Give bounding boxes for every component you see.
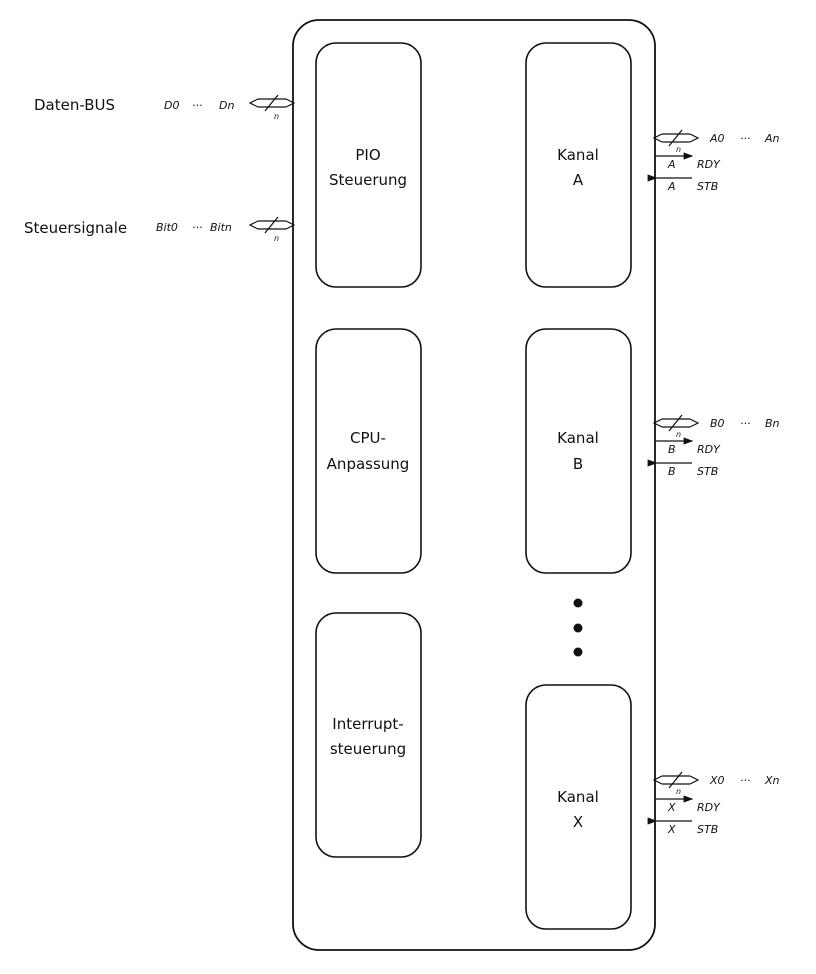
channel-x-io: n X0 ··· Xn X RDY X STB	[647, 771, 780, 836]
channel-a-bus-ellipsis: ···	[740, 132, 751, 145]
channel-b-stb-letter: B	[668, 465, 676, 478]
channel-a-bus-arrow: n	[652, 129, 700, 154]
channel-b-bus-width: n	[676, 430, 681, 439]
data-bus-width-label: n	[274, 112, 279, 121]
channel-x-line2: X	[573, 813, 583, 831]
channel-b-rdy-letter: B	[668, 443, 676, 456]
control-signals-last: Bitn	[210, 221, 232, 234]
control-signals-width-label: n	[274, 234, 279, 243]
channel-b-rdy-label: RDY	[697, 443, 721, 456]
pio-control-block: PIO Steuerung	[315, 42, 422, 288]
channel-x-line1: Kanal	[557, 788, 599, 806]
channel-x-bus-last: Xn	[764, 774, 780, 787]
ellipsis-dot	[573, 623, 583, 633]
channel-b-line2: B	[573, 455, 583, 473]
data-bus-signal-ellipsis: ···	[192, 99, 203, 112]
channel-b-stb-label: STB	[697, 465, 718, 478]
channel-x-bus-arrow: n	[652, 771, 700, 796]
channel-a-io: n A0 ··· An A RDY A STB	[647, 129, 780, 193]
control-signals-label: Steuersignale	[24, 219, 127, 237]
control-signals-ellipsis: ···	[192, 221, 203, 234]
ellipsis-dot	[573, 647, 583, 657]
control-signals-first: Bit0	[156, 221, 178, 234]
channel-b-bus-arrow: n	[652, 414, 700, 439]
ellipsis-dot	[573, 598, 583, 608]
more-channels-ellipsis	[573, 598, 583, 657]
pio-control-line2: Steuerung	[329, 171, 407, 189]
channel-b-line1: Kanal	[557, 429, 599, 447]
channel-x-bus-first: X0	[709, 774, 725, 787]
channel-b-bus-ellipsis: ···	[740, 417, 751, 430]
data-bus-arrow: n	[248, 94, 296, 121]
channel-a-block: Kanal A	[525, 42, 632, 288]
channel-x-rdy-label: RDY	[697, 801, 721, 814]
channel-a-rdy-letter: A	[667, 158, 676, 171]
channel-a-bus-first: A0	[709, 132, 725, 145]
channel-a-stb-label: STB	[697, 180, 718, 193]
channel-a-stb-letter: A	[667, 180, 676, 193]
channel-x-bus-ellipsis: ···	[740, 774, 751, 787]
interrupt-control-block: Interrupt- steuerung	[315, 612, 422, 858]
channel-a-line2: A	[573, 171, 584, 189]
data-bus-label: Daten-BUS	[34, 96, 115, 114]
channel-x-bus-width: n	[676, 787, 681, 796]
cpu-interface-block: CPU- Anpassung	[315, 328, 422, 574]
channel-b-io: n B0 ··· Bn B RDY B STB	[647, 414, 780, 478]
channel-x-rdy-letter: X	[667, 801, 676, 814]
channel-a-bus-last: An	[764, 132, 780, 145]
pio-control-line1: PIO	[355, 146, 380, 164]
cpu-interface-line1: CPU-	[350, 429, 386, 447]
channel-b-bus-first: B0	[710, 417, 725, 430]
channel-a-bus-width: n	[676, 145, 681, 154]
data-bus-last-signal: Dn	[219, 99, 234, 112]
interrupt-control-line2: steuerung	[330, 740, 406, 758]
control-signals-input: Steuersignale Bit0 ··· Bitn n	[24, 216, 296, 243]
data-bus-input: Daten-BUS D0 ··· Dn n	[34, 94, 296, 121]
channel-a-line1: Kanal	[557, 146, 599, 164]
channel-b-bus-last: Bn	[765, 417, 780, 430]
channel-x-stb-letter: X	[667, 823, 676, 836]
interrupt-control-line1: Interrupt-	[332, 715, 403, 733]
channel-x-block: Kanal X	[525, 684, 632, 930]
channel-b-block: Kanal B	[525, 328, 632, 574]
channel-x-stb-label: STB	[697, 823, 718, 836]
control-signals-arrow: n	[248, 216, 296, 243]
data-bus-first-signal: D0	[164, 99, 179, 112]
channel-a-rdy-label: RDY	[697, 158, 721, 171]
pio-chip-outline	[292, 19, 656, 951]
cpu-interface-line2: Anpassung	[327, 455, 410, 473]
